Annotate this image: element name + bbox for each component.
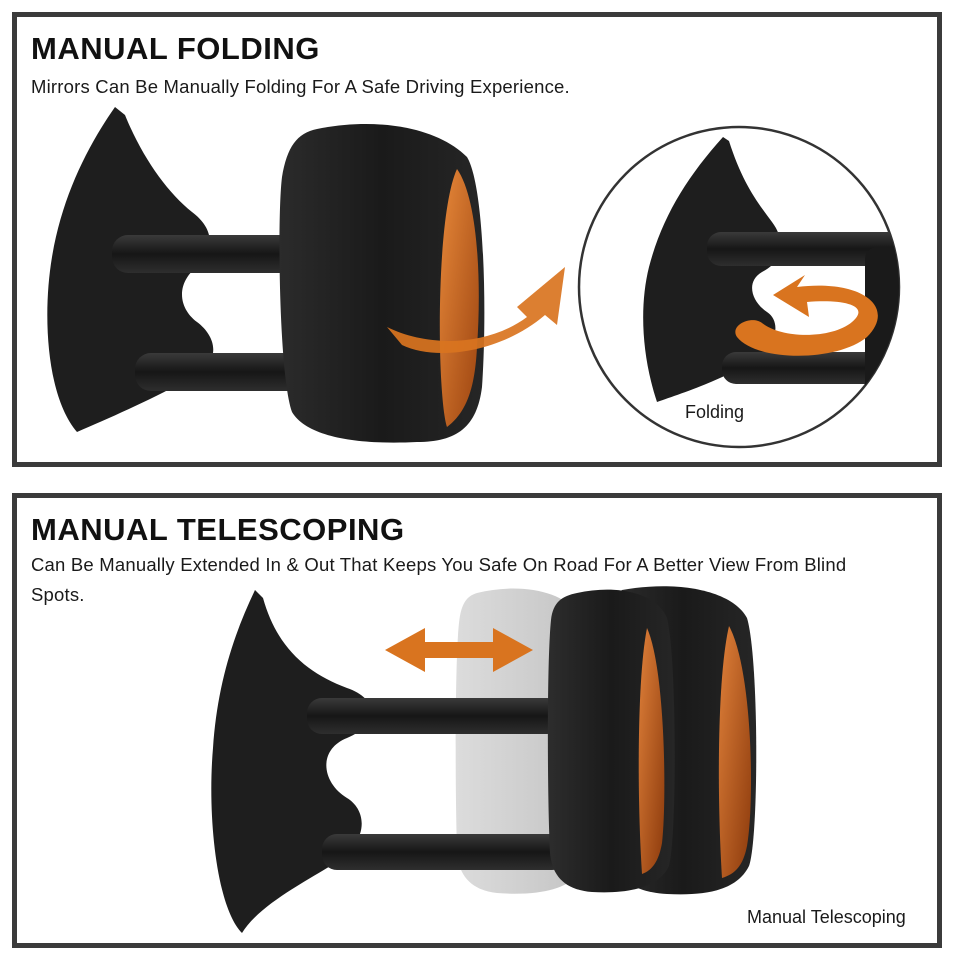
folding-inset: [577, 125, 901, 449]
upper-arm: [307, 698, 562, 734]
lower-arm: [322, 834, 567, 870]
folding-description: Mirrors Can Be Manually Folding For A Sa…: [31, 76, 570, 97]
lower-arm: [135, 353, 305, 391]
telescoping-title: MANUAL TELESCOPING: [31, 512, 405, 547]
double-arrow-icon: [385, 628, 533, 672]
telescoping-illustration: [211, 586, 757, 933]
manual-folding-panel: MANUAL FOLDING Mirrors Can Be Manually F…: [12, 12, 942, 467]
amber-signal-light: [718, 626, 752, 878]
amber-signal-light: [439, 169, 479, 427]
telescoping-caption: Manual Telescoping: [747, 907, 906, 927]
folding-title: MANUAL FOLDING: [31, 31, 320, 66]
fold-arrow-icon: [387, 267, 565, 354]
folding-inset-caption: Folding: [685, 402, 745, 422]
rotate-arrow-icon: [735, 275, 878, 356]
upper-arm: [112, 235, 302, 273]
telescoping-description: Can Be Manually Extended In & Out That K…: [31, 554, 847, 605]
mirror-head: [279, 124, 485, 443]
manual-telescoping-panel: MANUAL TELESCOPING Can Be Manually Exten…: [12, 493, 942, 948]
folding-illustration: [47, 107, 901, 449]
mirror-mount-base: [211, 590, 372, 933]
amber-signal-light-front: [638, 628, 665, 874]
